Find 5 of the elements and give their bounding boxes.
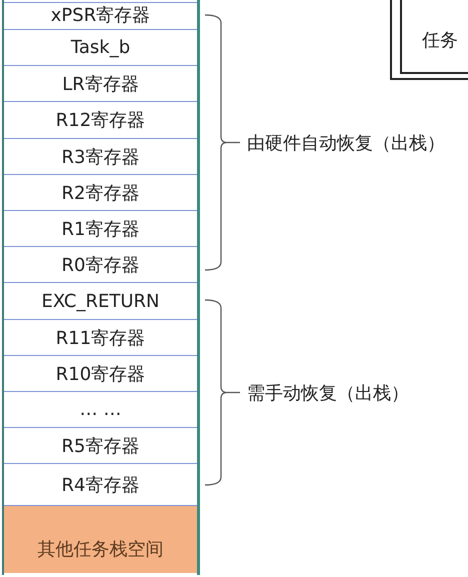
task-box — [390, 0, 468, 80]
brace-label: 由硬件自动恢复（出栈） — [247, 132, 445, 154]
brace-label: 需手动恢复（出栈） — [247, 382, 409, 404]
stack-region: 其他任务栈空间 — [4, 506, 197, 573]
box-title: 任务 — [422, 29, 458, 52]
